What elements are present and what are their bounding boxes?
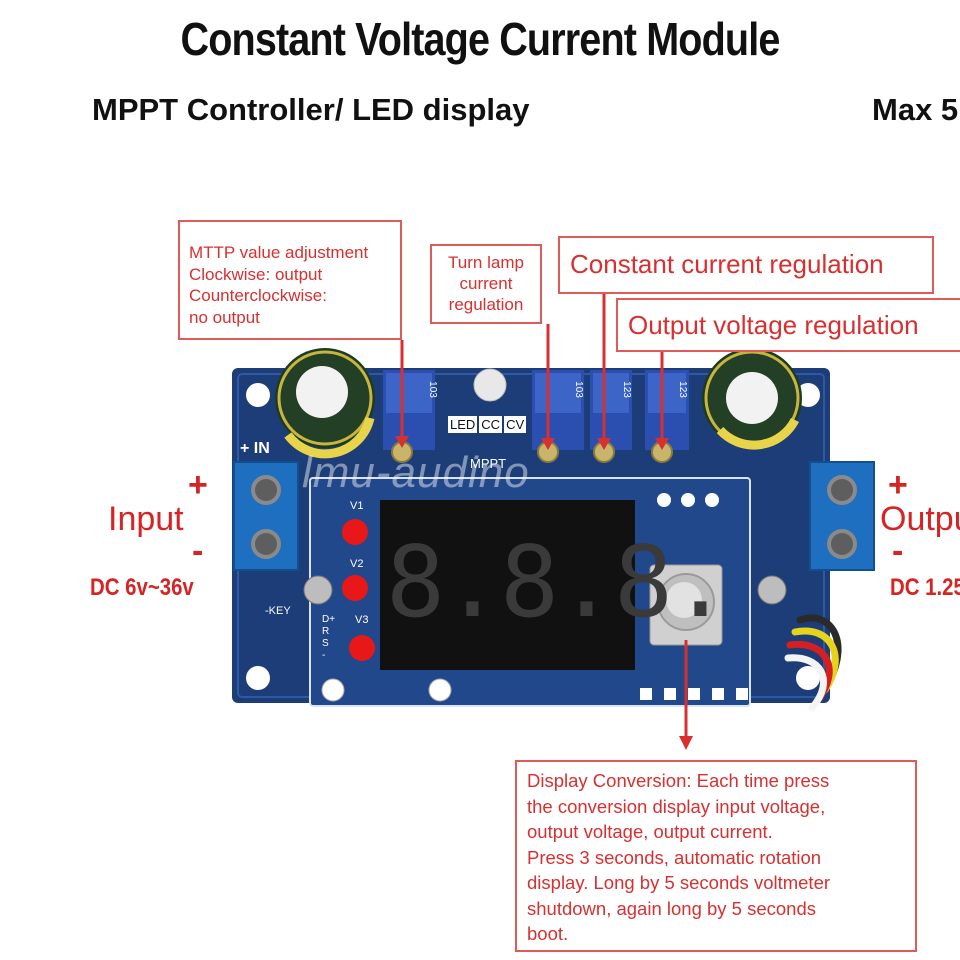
side-label: R — [322, 626, 330, 637]
callout-line: Clockwise: output — [189, 264, 323, 284]
led-label-v3: V3 — [355, 614, 369, 626]
callout-line: current — [459, 274, 513, 293]
callout-output-voltage: Output voltage regulation — [616, 298, 960, 352]
mount-hole — [428, 678, 452, 702]
output-minus-label: - — [892, 532, 904, 570]
input-range-label: DC 6v~36v — [90, 574, 194, 601]
mount-hole — [246, 383, 270, 407]
callout-line: Display Conversion: Each time press — [527, 770, 830, 791]
callout-line: display. Long by 5 seconds voltmeter — [527, 872, 831, 893]
mount-hole — [321, 678, 345, 702]
input-terminal — [233, 461, 299, 571]
callout-line: Press 3 seconds, automatic rotation — [527, 846, 822, 868]
mount-hole — [796, 666, 820, 690]
capacitor-right — [702, 348, 802, 450]
pot-label: 103 — [426, 381, 438, 398]
mount-hole — [246, 666, 270, 690]
indicator-labels: LED CC CV — [448, 416, 527, 433]
status-led-v2 — [342, 575, 368, 601]
output-label: Outpu — [880, 500, 960, 538]
side-label: S — [322, 638, 329, 649]
input-minus-label: - — [192, 532, 204, 570]
mount-hole — [796, 383, 820, 407]
callout-arrows — [395, 294, 693, 750]
indicator-label-cc: CC — [479, 416, 503, 433]
pot-label: 103 — [572, 381, 584, 398]
output-wires — [784, 614, 842, 712]
output-range-label: DC 1.25 — [890, 574, 960, 601]
seven-segment-display — [380, 500, 635, 670]
potentiometer — [645, 370, 689, 463]
potentiometer — [532, 370, 584, 463]
watermark: lmu-audino — [302, 448, 530, 497]
potentiometer — [590, 370, 632, 463]
header-pads — [640, 493, 748, 700]
callout-constant-current: Constant current regulation — [558, 236, 934, 294]
callout-line: MTTP value adjustment — [189, 243, 369, 262]
callout-line: boot. — [527, 923, 569, 944]
callout-line: Counterclockwise: — [189, 286, 327, 305]
pot-label: 123 — [620, 381, 632, 398]
indicator-label-led: LED — [448, 416, 478, 433]
callout-turn-lamp: Turn lamp current regulation — [430, 244, 542, 324]
callout-line: output voltage, output current. — [527, 821, 773, 842]
side-labels: D+ R S - — [322, 614, 335, 662]
key-label: -KEY — [265, 605, 291, 617]
subtitle: MPPT Controller/ LED display — [92, 92, 530, 127]
callout-line: no output — [189, 307, 260, 327]
side-label: - — [322, 650, 326, 661]
display-digits: 8.8.8. — [386, 526, 730, 640]
callout-line: shutdown, again long by 5 seconds — [527, 897, 817, 919]
led-label-v2: V2 — [350, 558, 364, 570]
mppt-board-label: MPPT — [470, 456, 507, 471]
page-title: Constant Voltage Current Module — [180, 13, 781, 65]
led-label-v1: V1 — [350, 500, 364, 512]
pot-label: 123 — [676, 381, 688, 398]
callout-mttp-adjustment: MTTP value adjustment Clockwise: output … — [178, 220, 402, 340]
output-plus-label: + — [888, 466, 908, 504]
screw — [757, 575, 787, 605]
capacitor-left — [275, 348, 375, 459]
status-led-v1 — [342, 519, 368, 545]
max-label: Max 5 — [872, 92, 959, 127]
out-label: OUT — [830, 594, 854, 606]
side-label: D+ — [322, 614, 336, 625]
callout-line: Turn lamp — [448, 253, 524, 272]
in-label: + IN — [240, 440, 270, 457]
callout-display-conversion: Display Conversion: Each time press the … — [515, 760, 917, 952]
output-terminal — [809, 461, 875, 571]
callout-line: regulation — [448, 295, 524, 314]
input-plus-label: + — [188, 466, 208, 504]
potentiometer — [383, 370, 435, 463]
indicator-label-cv: CV — [504, 416, 527, 433]
callout-line: the conversion display input voltage, — [527, 795, 826, 817]
status-led-v3 — [349, 635, 375, 661]
indicator-led — [473, 368, 507, 402]
screw — [303, 575, 333, 605]
input-label: Input — [108, 500, 184, 538]
